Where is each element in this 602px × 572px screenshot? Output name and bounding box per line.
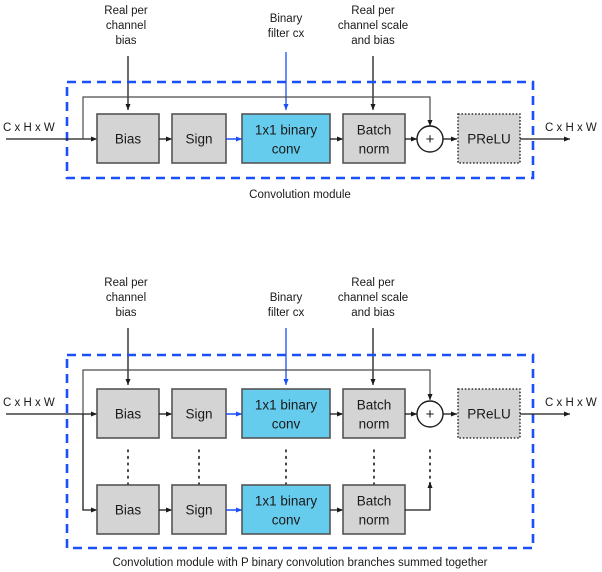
annotation-line: Binary xyxy=(270,292,303,304)
block-label: norm xyxy=(359,513,390,528)
block-label: PReLU xyxy=(467,132,511,147)
block-label: Sign xyxy=(185,503,212,518)
bottom-sum-node: + xyxy=(416,400,444,428)
annotation-line: filter cx xyxy=(268,307,305,319)
bottom-annotation-binary-filter-cx: Binary filter cx xyxy=(268,292,305,386)
block-label: conv xyxy=(272,513,301,528)
block-label: 1x1 binary xyxy=(255,123,318,138)
top-module-caption: Convolution module xyxy=(249,189,351,201)
block-label: 1x1 binary xyxy=(255,398,318,413)
sum-symbol: + xyxy=(426,131,435,148)
bottom-annotation-real-per-channel-bias: Real per channel bias xyxy=(104,277,148,386)
annotation-line: Real per xyxy=(351,5,395,17)
top-block-binary-conv: 1x1 binary conv xyxy=(241,113,331,164)
bottom-branchP-block-sign: Sign xyxy=(171,484,227,535)
annotation-line: channel xyxy=(106,292,146,304)
block-label: conv xyxy=(272,142,301,157)
block-label: Sign xyxy=(185,132,212,147)
top-annotation-real-per-channel-bias: Real per channel bias xyxy=(104,5,148,111)
top-module-container xyxy=(65,80,535,180)
bottom-branchP-block-batch-norm: Batch norm xyxy=(342,484,406,535)
annotation-line: bias xyxy=(115,35,136,47)
bottom-branchP-block-binary-conv: 1x1 binary conv xyxy=(241,484,331,535)
bottom-block-prelu: PReLU xyxy=(457,388,521,439)
top-block-batch-norm: Batch norm xyxy=(342,113,406,164)
bottom-annotation-real-per-channel-scale-and-bias: Real per channel scale and bias xyxy=(338,277,408,386)
annotation-line: filter cx xyxy=(268,28,305,40)
top-annotation-real-per-channel-scale-and-bias: Real per channel scale and bias xyxy=(338,5,408,111)
annotation-line: channel scale xyxy=(338,20,408,32)
top-sum-node: + xyxy=(416,125,444,153)
block-label: 1x1 binary xyxy=(255,494,318,509)
bottom-skip-connection xyxy=(82,369,433,414)
block-label: Sign xyxy=(185,407,212,422)
annotation-line: Binary xyxy=(270,13,303,25)
top-block-bias: Bias xyxy=(96,113,160,164)
bottom-branch1-block-binary-conv: 1x1 binary conv xyxy=(241,388,331,439)
block-label: norm xyxy=(359,142,390,157)
annotation-line: Real per xyxy=(104,277,148,289)
block-label: Batch xyxy=(357,123,392,138)
annotation-line: and bias xyxy=(351,307,395,319)
bottom-module-caption: Convolution module with P binary convolu… xyxy=(112,557,487,569)
annotation-line: channel scale xyxy=(338,292,408,304)
block-label: Bias xyxy=(115,503,142,518)
annotation-line: bias xyxy=(115,307,136,319)
annotation-line: channel xyxy=(106,20,146,32)
top-module: Real per channel bias Binary filter cx R… xyxy=(3,5,597,201)
top-output-label: C x H x W xyxy=(545,122,597,134)
top-input-label: C x H x W xyxy=(3,122,55,134)
bottom-branchP-connector-bn-sum xyxy=(405,481,433,511)
bottom-branch1-block-batch-norm: Batch norm xyxy=(342,388,406,439)
bottom-branchP-block-bias: Bias xyxy=(96,484,160,535)
annotation-line: and bias xyxy=(351,35,395,47)
bottom-branch1-block-bias: Bias xyxy=(96,388,160,439)
bottom-branch1-block-sign: Sign xyxy=(171,388,227,439)
annotation-line: Real per xyxy=(104,5,148,17)
block-label: norm xyxy=(359,417,390,432)
block-label: Batch xyxy=(357,494,392,509)
top-skip-connection xyxy=(82,96,433,139)
block-label: Bias xyxy=(115,407,142,422)
block-label: PReLU xyxy=(467,407,511,422)
bottom-output-label: C x H x W xyxy=(545,397,597,409)
bottom-module-container xyxy=(65,353,535,550)
annotation-line: Real per xyxy=(351,277,395,289)
bottom-input-label: C x H x W xyxy=(3,397,55,409)
top-block-prelu: PReLU xyxy=(457,113,521,164)
block-label: Bias xyxy=(115,132,142,147)
top-block-sign: Sign xyxy=(171,113,227,164)
block-label: conv xyxy=(272,417,301,432)
block-label: Batch xyxy=(357,398,392,413)
bottom-branch-fanout xyxy=(82,414,98,513)
sum-symbol: + xyxy=(426,406,435,423)
bottom-module: Real per channel bias Binary filter cx R… xyxy=(3,277,597,569)
